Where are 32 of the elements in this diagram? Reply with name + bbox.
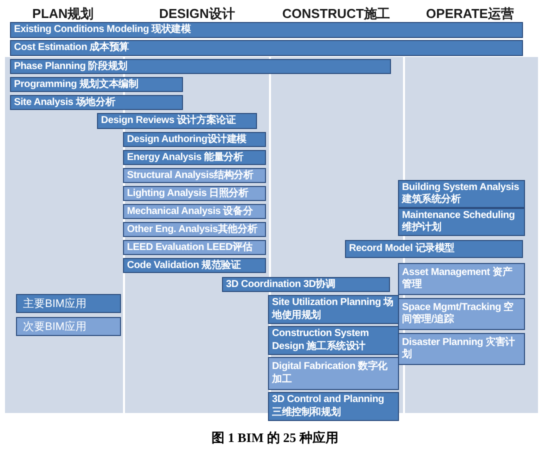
bim-use-bar: Mechanical Analysis 设备分: [123, 204, 266, 219]
phase-heading: CONSTRUCT施工: [282, 5, 390, 23]
phase-heading: OPERATE运营: [426, 5, 514, 23]
bim-use-bar: Record Model 记录模型: [345, 240, 523, 258]
bim-use-bar: Lighting Analysis 日照分析: [123, 186, 266, 201]
bim-use-bar: 3D Coordination 3D协调: [222, 277, 390, 292]
bim-use-bar: Disaster Planning 灾害计划: [398, 333, 525, 365]
bim-use-bar: Other Eng. Analysis其他分析: [123, 222, 266, 237]
legend-key: 次要BIM应用: [16, 317, 121, 336]
figure-caption: 图 1 BIM 的 25 种应用: [210, 429, 340, 447]
bim-use-bar: Phase Planning 阶段规划: [10, 59, 391, 74]
bim-use-bar: Space Mgmt/Tracking 空间管理/追踪: [398, 298, 525, 330]
bim-use-bar: Design Authoring设计建模: [123, 132, 266, 147]
bim-use-bar: Energy Analysis 能量分析: [123, 150, 266, 165]
bim-use-bar: Code Validation 规范验证: [123, 258, 266, 273]
legend-key: 主要BIM应用: [16, 294, 121, 313]
bim-use-bar: Cost Estimation 成本预算: [10, 40, 523, 56]
bim-use-bar: Site Utilization Planning 场地使用规划: [268, 295, 399, 324]
bim-use-bar: LEED Evaluation LEED评估: [123, 240, 266, 255]
bim-use-bar: Existing Conditions Modeling 现状建模: [10, 22, 523, 38]
bim-use-bar: 3D Control and Planning 三维控制和规划: [268, 392, 399, 421]
bim-use-bar: Design Reviews 设计方案论证: [97, 113, 257, 129]
bim-use-bar: Programming 规划文本编制: [10, 77, 183, 92]
bim-use-bar: Structural Analysis结构分析: [123, 168, 266, 183]
bim-use-bar: Digital Fabrication 数字化加工: [268, 357, 399, 390]
bim-use-bar: Asset Management 资产管理: [398, 263, 525, 295]
bim-use-bar: Site Analysis 场地分析: [10, 95, 183, 110]
bim-use-bar: Maintenance Scheduling 维护计划: [398, 208, 525, 236]
bim-use-bar: Construction System Design 施工系统设计: [268, 326, 399, 355]
phase-heading: DESIGN设计: [159, 5, 235, 23]
bim-use-bar: Building System Analysis 建筑系统分析: [398, 180, 525, 208]
phase-heading: PLAN规划: [32, 5, 94, 23]
